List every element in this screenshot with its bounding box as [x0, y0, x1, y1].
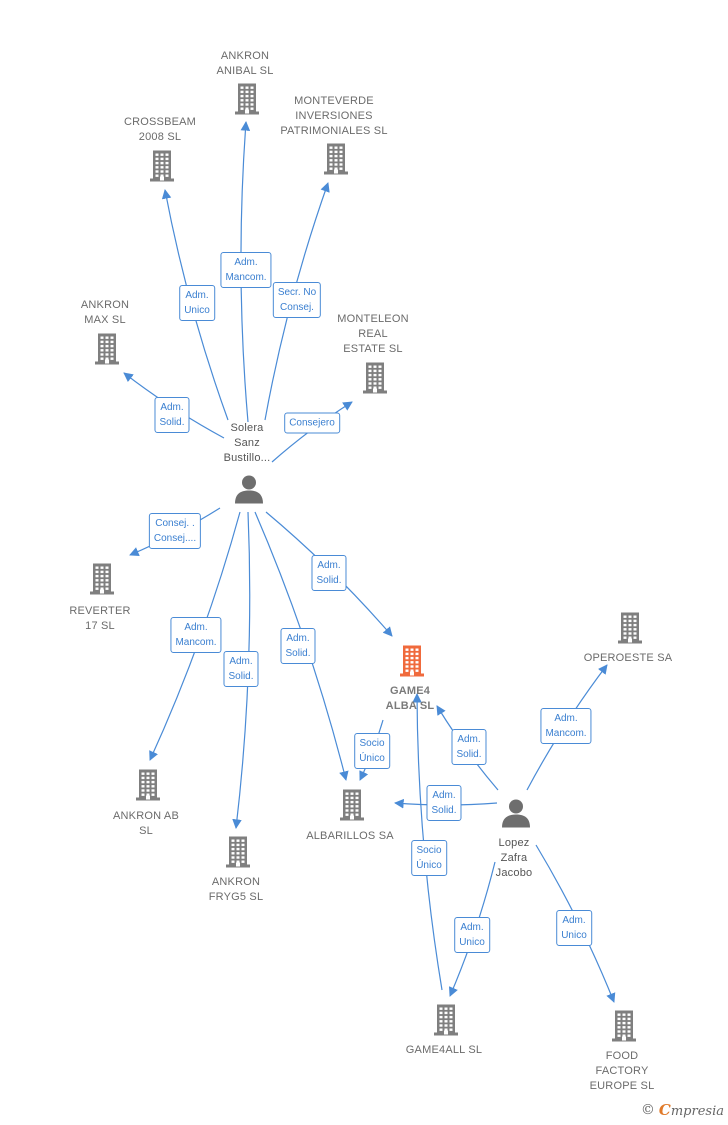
solera-label[interactable]: Solera Sanz Bustillo... [223, 422, 271, 464]
ankron-max-building-icon[interactable] [95, 333, 119, 370]
monteverde-label[interactable]: MONTEVERDE INVERSIONES PATRIMONIALES SL [280, 95, 388, 137]
lopez-person-icon[interactable] [501, 798, 531, 833]
edge-label-secr-monteverde[interactable]: Secr. No Consej. [272, 282, 322, 318]
edge-label-adm-unico-food-factory[interactable]: Adm. Unico [556, 910, 592, 946]
food-factory-building-icon[interactable] [612, 1010, 636, 1047]
ankron-max-label[interactable]: ANKRON MAX SL [80, 299, 130, 326]
food-factory-label[interactable]: FOOD FACTORY EUROPE SL [589, 1050, 655, 1092]
game4all-label[interactable]: GAME4ALL SL [405, 1044, 483, 1056]
edge-label-consej-reverter[interactable]: Consej. . Consej.... [148, 513, 202, 549]
lopez-label[interactable]: Lopez Zafra Jacobo [495, 837, 533, 879]
operoeste-building-icon[interactable] [618, 612, 642, 649]
solera-person-icon[interactable] [234, 474, 264, 509]
edge-label-socio-unico-albarillos[interactable]: Socio Único [354, 733, 390, 769]
edge-label-consejero-monteleon[interactable]: Consejero [284, 412, 340, 434]
operoeste-label[interactable]: OPEROESTE SA [583, 652, 673, 664]
empresia-logo[interactable]: © Cmpresia [641, 1101, 724, 1119]
game4all-building-icon[interactable] [434, 1004, 458, 1041]
ankron-ab-building-icon[interactable] [136, 769, 160, 806]
edge-label-adm-unico-crossbeam[interactable]: Adm. Unico [179, 285, 215, 321]
crossbeam-building-icon[interactable] [150, 150, 174, 187]
edge-label-adm-solid-lopez-albarillos[interactable]: Adm. Solid. [426, 785, 462, 821]
edge-label-socio-unico-game4all[interactable]: Socio Único [411, 840, 447, 876]
albarillos-label[interactable]: ALBARILLOS SA [306, 830, 394, 842]
edge-label-adm-solid-albarillos[interactable]: Adm. Solid. [280, 628, 316, 664]
monteleon-building-icon[interactable] [363, 362, 387, 399]
reverter-label[interactable]: REVERTER 17 SL [69, 605, 131, 632]
copyright-symbol: © [640, 1102, 655, 1118]
game4alba-building-icon[interactable] [400, 645, 424, 682]
edge-label-adm-solid-max[interactable]: Adm. Solid. [154, 397, 190, 433]
edge-label-adm-mancom-anibal[interactable]: Adm. Mancom. [220, 252, 272, 288]
ankron-fryg5-building-icon[interactable] [226, 836, 250, 873]
monteverde-building-icon[interactable] [324, 143, 348, 180]
ankron-anibal-building-icon[interactable] [235, 83, 259, 120]
edge-label-adm-solid-fryg5[interactable]: Adm. Solid. [223, 651, 259, 687]
monteleon-label[interactable]: MONTELEON REAL ESTATE SL [337, 313, 409, 355]
edge-label-adm-unico-game4all[interactable]: Adm. Unico [454, 917, 490, 953]
albarillos-building-icon[interactable] [340, 789, 364, 826]
edge-lines [123, 121, 616, 1003]
game4alba-label[interactable]: GAME4 ALBA SL [385, 685, 435, 712]
ankron-fryg5-label[interactable]: ANKRON FRYG5 SL [208, 876, 264, 903]
edge-label-adm-solid-lopez-game4alba[interactable]: Adm. Solid. [451, 729, 487, 765]
crossbeam-label[interactable]: CROSSBEAM 2008 SL [123, 116, 197, 143]
reverter-building-icon[interactable] [90, 563, 114, 600]
edge-label-adm-mancom-operoeste[interactable]: Adm. Mancom. [540, 708, 592, 744]
ankron-ab-label[interactable]: ANKRON AB SL [113, 810, 179, 837]
brand-name: Cmpresia [658, 1101, 724, 1119]
edge-label-adm-mancom-ankron-ab[interactable]: Adm. Mancom. [170, 617, 222, 653]
edge-label-adm-solid-game4alba[interactable]: Adm. Solid. [311, 555, 347, 591]
ankron-anibal-label[interactable]: ANKRON ANIBAL SL [216, 50, 274, 77]
